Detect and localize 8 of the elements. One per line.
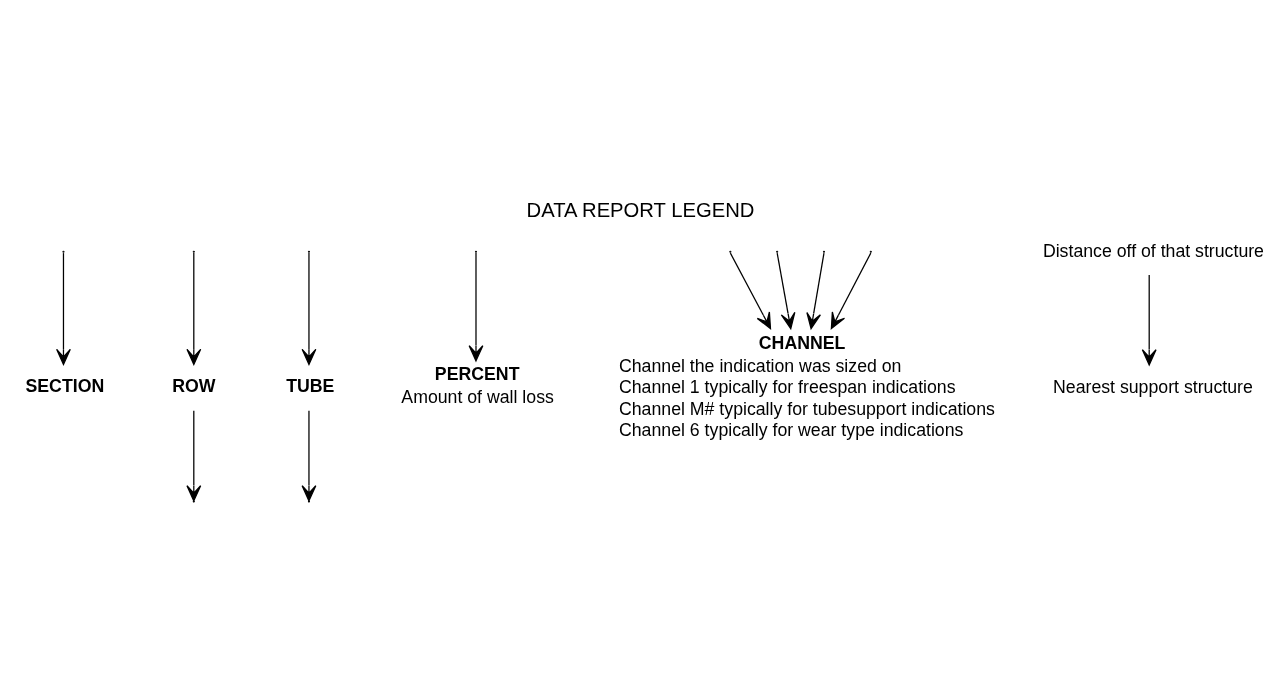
- diagram-title: DATA REPORT LEGEND: [526, 199, 755, 222]
- node-text: CHANNEL Channel the indication was sized on Channel 1 typically for freespan indications Channel M# typically for tubesupport indications Channel 6 typically for wear type indications: [618, 332, 995, 441]
- node-text: TUBE: [286, 375, 335, 396]
- node-text: Nearest support structure: [1053, 377, 1253, 398]
- node-text: Distance off of that structure: [1042, 241, 1264, 262]
- node-text: SECTION: [25, 375, 105, 396]
- node-text: PERCENT Amount of wall loss: [401, 364, 554, 408]
- node-text: ROW: [172, 375, 216, 396]
